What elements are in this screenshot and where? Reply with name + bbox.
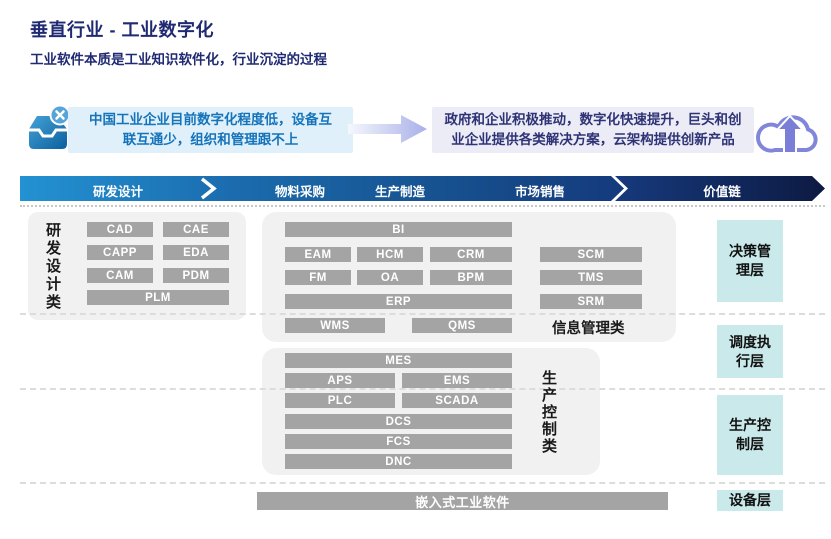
problem-callout-line1: 中国工业企业目前数字化程度低，设备互 (89, 112, 332, 127)
page-subtitle: 工业软件本质是工业知识软件化，行业沉淀的过程 (30, 52, 327, 67)
software-item-ems: EMS (402, 373, 512, 388)
rd-group-label: 研发设计类 (44, 222, 61, 312)
solution-callout: 政府和企业积极推动，数字化快速提升，巨头和创 业企业提供各类解决方案，云架构提供… (432, 107, 754, 153)
page-title: 垂直行业 - 工业数字化 (30, 20, 214, 40)
software-item-dcs: DCS (285, 414, 512, 429)
software-item-fcs: FCS (285, 434, 512, 449)
software-item-crm: CRM (430, 247, 512, 262)
software-item-plm: PLM (87, 290, 229, 305)
software-item-dnc: DNC (285, 454, 512, 469)
layer-decision-management: 决策管理层 (717, 220, 783, 302)
embedded-software-bar: 嵌入式工业软件 (257, 492, 668, 510)
problem-callout: 中国工业企业目前数字化程度低，设备互 联互通少，组织和管理跟不上 (68, 107, 353, 153)
process-bar-main-segment (20, 176, 624, 201)
cloud-upload-icon (756, 104, 824, 165)
software-item-mes: MES (285, 353, 512, 368)
software-item-scada: SCADA (402, 393, 512, 408)
software-item-cad: CAD (87, 222, 153, 237)
stage-value-chain: 价值链 (703, 185, 741, 199)
inbox-error-icon (23, 103, 73, 160)
separator-dashed-3 (20, 482, 825, 484)
software-item-erp: ERP (285, 294, 512, 309)
problem-callout-line2: 联互通少，组织和管理跟不上 (122, 132, 299, 147)
solution-callout-line2: 业企业提供各类解决方案，云架构提供创新产品 (451, 132, 735, 147)
software-item-eam: EAM (285, 247, 351, 262)
software-item-wms: WMS (285, 318, 385, 333)
prod-group-label: 生产控制类 (540, 369, 557, 455)
stage-procurement: 物料采购 (274, 185, 325, 199)
software-item-pdm: PDM (163, 268, 229, 283)
software-item-fm: FM (285, 270, 351, 285)
software-item-capp: CAPP (87, 245, 153, 260)
chevron-separator-icon (196, 176, 224, 206)
software-item-tms: TMS (540, 270, 642, 285)
layer-production-control: 生产控制层 (717, 395, 783, 475)
software-item-qms: QMS (412, 318, 512, 333)
software-item-plc: PLC (285, 393, 395, 408)
info-group-label: 信息管理类 (552, 321, 625, 337)
prod-group-box (262, 348, 600, 475)
separator-dashed-1 (20, 313, 825, 315)
software-item-aps: APS (285, 373, 395, 388)
stage-manufacturing: 生产制造 (374, 185, 425, 199)
software-item-srm: SRM (540, 294, 642, 309)
separator-dotted-top (20, 205, 825, 207)
software-item-scm: SCM (540, 247, 642, 262)
stage-sales: 市场销售 (514, 185, 565, 199)
software-item-hcm: HCM (357, 247, 423, 262)
software-item-eda: EDA (163, 245, 229, 260)
software-item-bi: BI (285, 222, 512, 237)
layer-device: 设备层 (717, 490, 783, 511)
process-bar-end-segment (615, 176, 825, 201)
software-item-oa: OA (357, 270, 423, 285)
layer-dispatch-execution: 调度执行层 (717, 325, 783, 378)
transition-arrow-icon (347, 111, 429, 152)
stage-rd: 研发设计 (92, 185, 143, 199)
separator-dashed-2 (20, 388, 825, 390)
software-item-cam: CAM (87, 268, 153, 283)
solution-callout-line1: 政府和企业积极推动，数字化快速提升，巨头和创 (444, 112, 742, 127)
software-item-cae: CAE (163, 222, 229, 237)
software-item-bpm: BPM (430, 270, 512, 285)
